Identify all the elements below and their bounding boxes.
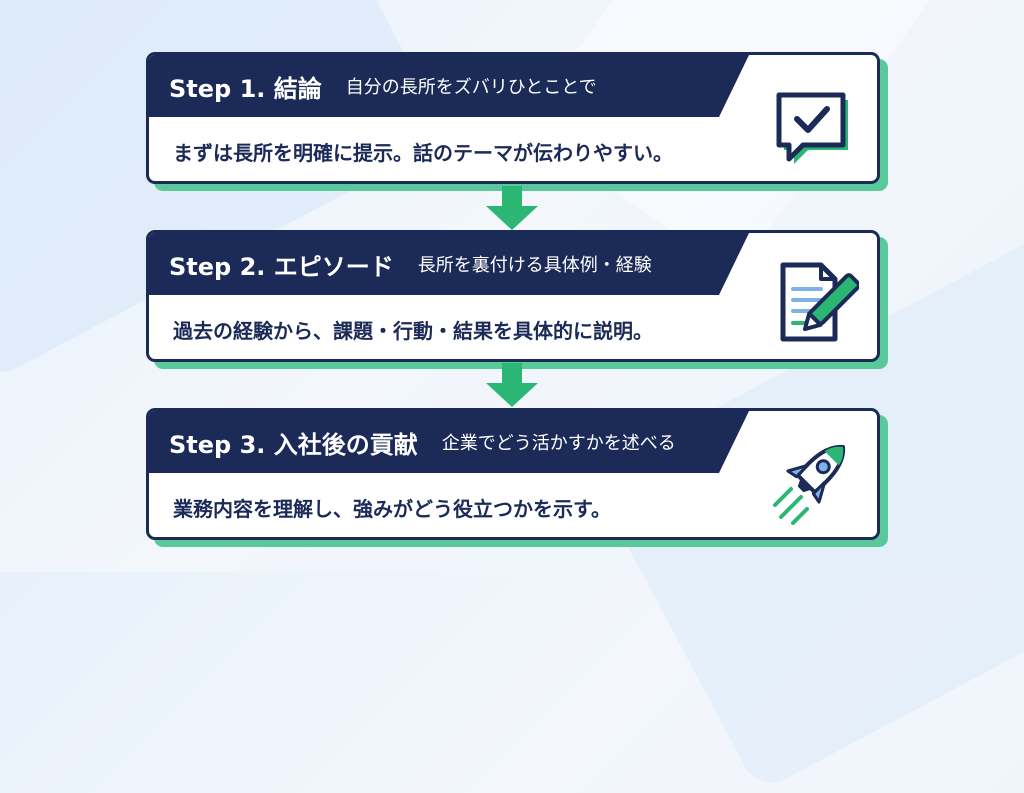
step-subtitle: 企業でどう活かすかを述べる <box>441 433 676 454</box>
step-title: Step 3. 入社後の貢献 <box>169 430 418 459</box>
step-title: Step 2. エピソード <box>169 252 394 281</box>
speech-bubble-check-icon <box>776 92 848 164</box>
document-pen-icon <box>780 262 859 342</box>
card: Step 2. エピソード 長所を裏付ける具体例・経験 過去の経験から、課題・行… <box>146 230 880 362</box>
down-arrow-icon <box>486 363 538 407</box>
step-title: Step 1. 結論 <box>169 74 322 103</box>
step-subtitle: 自分の長所をズバリひとことで <box>345 77 597 98</box>
step-header: Step 2. エピソード 長所を裏付ける具体例・経験 <box>149 233 749 295</box>
down-arrow-icon <box>486 186 538 230</box>
step-header: Step 3. 入社後の貢献 企業でどう活かすかを述べる <box>149 411 749 473</box>
step-header: Step 1. 結論 自分の長所をズバリひとことで <box>149 55 749 117</box>
card: Step 3. 入社後の貢献 企業でどう活かすかを述べる 業務内容を理解し、強み… <box>146 408 880 540</box>
step-subtitle: 長所を裏付ける具体例・経験 <box>417 255 652 276</box>
step-3-card: Step 3. 入社後の貢献 企業でどう活かすかを述べる 業務内容を理解し、強み… <box>146 408 888 547</box>
step-1-card: Step 1. 結論 自分の長所をズバリひとことで まずは長所を明確に提示。話の… <box>146 52 888 191</box>
step-description: まずは長所を明確に提示。話のテーマが伝わりやすい。 <box>173 141 673 165</box>
rocket-icon <box>773 444 846 525</box>
step-description: 業務内容を理解し、強みがどう役立つかを示す。 <box>173 497 611 521</box>
card: Step 1. 結論 自分の長所をズバリひとことで まずは長所を明確に提示。話の… <box>146 52 880 184</box>
step-2-card: Step 2. エピソード 長所を裏付ける具体例・経験 過去の経験から、課題・行… <box>146 230 888 369</box>
step-description: 過去の経験から、課題・行動・結果を具体的に説明。 <box>173 319 653 343</box>
